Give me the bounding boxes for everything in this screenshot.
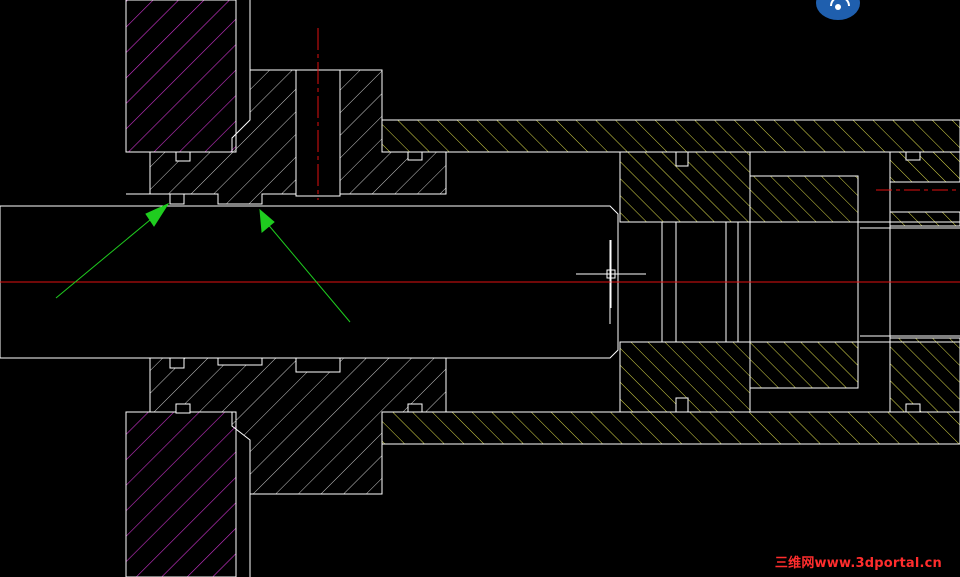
annotation-arrows [55, 202, 351, 323]
cursor-crosshair-icon [576, 240, 646, 308]
watermark: 三维网www.3dportal.cn [774, 556, 942, 571]
bearing-block [619, 151, 960, 413]
wifi-icon [830, 0, 850, 6]
centerlines [0, 28, 960, 283]
flange-lower [126, 357, 447, 495]
outer-sleeve [381, 119, 960, 445]
left-wall-section [125, 0, 251, 577]
wifi-badge [816, 0, 860, 20]
